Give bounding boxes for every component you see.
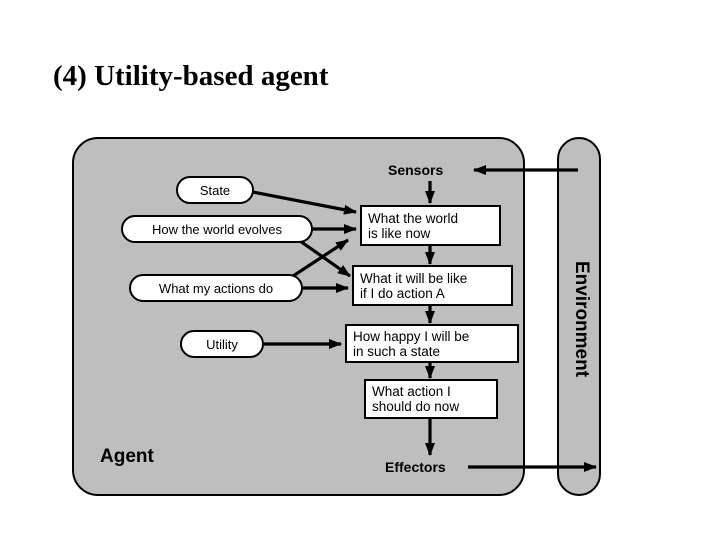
sensors-label: Sensors — [388, 162, 444, 178]
environment-label-wrap: Environment — [559, 139, 603, 498]
box-what-action-i-should-do-now-line1: What action I — [372, 384, 451, 399]
node-utility-label: Utility — [206, 336, 238, 352]
box-how-happy-i-will-be-in-such-a-state: How happy I will be in such a state — [345, 324, 519, 363]
node-what-my-actions-do: What my actions do — [129, 274, 303, 302]
box-what-it-will-be-like-if-i-do-action-a-line2: if I do action A — [360, 285, 445, 301]
effectors-label: Effectors — [385, 459, 446, 475]
node-how-the-world-evolves: How the world evolves — [121, 215, 313, 243]
environment-container: Environment — [557, 137, 601, 496]
box-what-action-i-should-do-now-line2: should do now — [372, 399, 460, 414]
box-what-the-world-is-like-now-line1: What the world — [368, 210, 459, 226]
agent-label: Agent — [100, 446, 154, 467]
box-what-action-i-should-do-now: What action I should do now — [364, 379, 498, 419]
box-what-it-will-be-like-if-i-do-action-a: What it will be like if I do action A — [352, 265, 513, 306]
box-how-happy-i-will-be-in-such-a-state-line1: How happy I will be — [353, 328, 470, 344]
node-utility: Utility — [180, 330, 264, 358]
node-state: State — [176, 176, 254, 204]
box-how-happy-i-will-be-in-such-a-state-line2: in such a state — [353, 343, 441, 359]
box-what-the-world-is-like-now-line2: is like now — [368, 225, 431, 241]
node-what-my-actions-do-label: What my actions do — [158, 280, 274, 296]
agent-container — [72, 137, 525, 496]
node-how-the-world-evolves-label: How the world evolves — [151, 221, 283, 237]
box-what-it-will-be-like-if-i-do-action-a-line1: What it will be like — [360, 270, 468, 286]
page-title: (4) Utility-based agent — [53, 60, 329, 92]
environment-label: Environment — [571, 260, 592, 377]
node-state-label: State — [199, 182, 231, 198]
box-what-the-world-is-like-now: What the world is like now — [360, 205, 501, 246]
